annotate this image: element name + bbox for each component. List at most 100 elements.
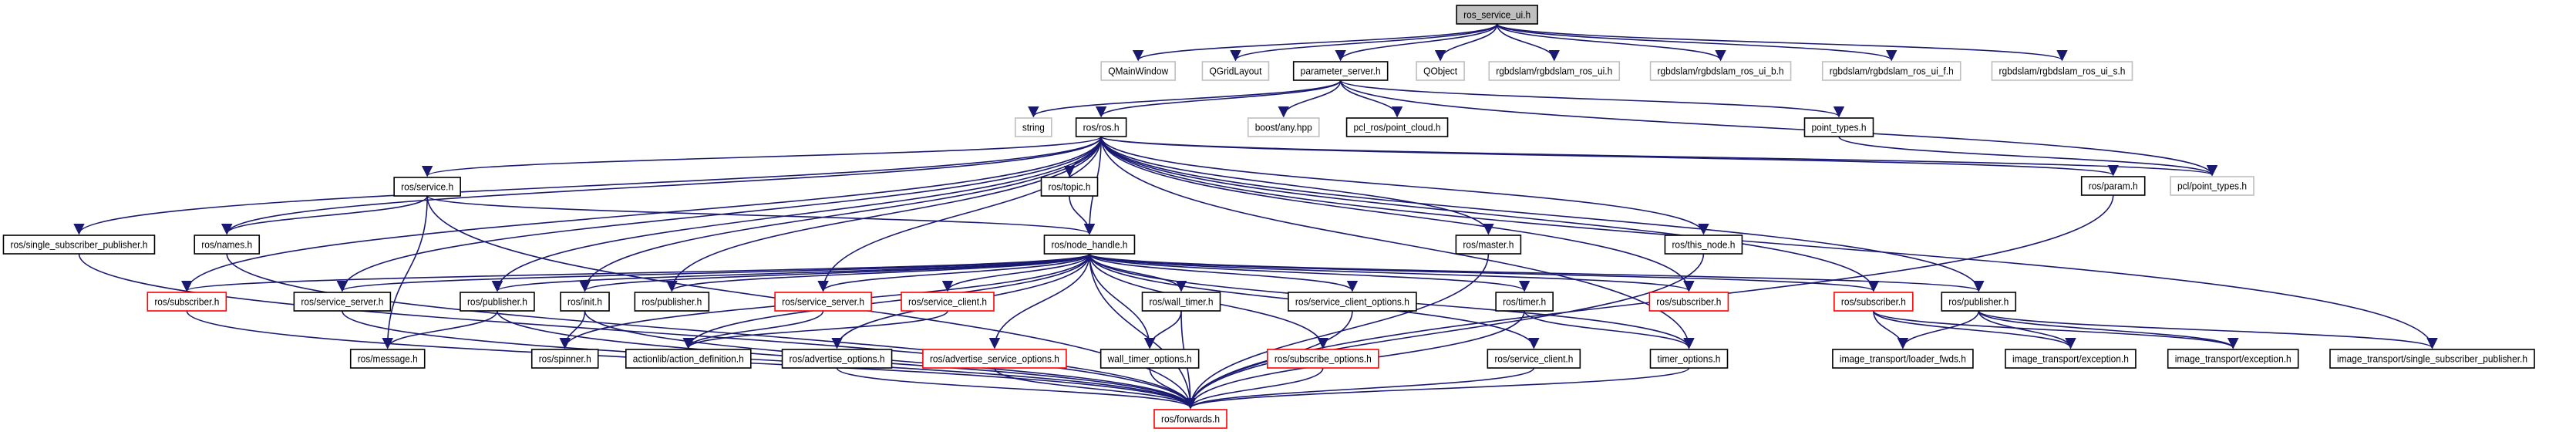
- node-ros_timer[interactable]: ros/timer.h: [1495, 292, 1554, 312]
- node-ros_ros[interactable]: ros/ros.h: [1075, 117, 1127, 137]
- node-box: [146, 292, 227, 312]
- node-ros_topic[interactable]: ros/topic.h: [1040, 177, 1099, 197]
- node-box: [1075, 117, 1127, 137]
- node-box: [194, 235, 261, 255]
- node-label: rgbdslam/rgbdslam_ros_ui.h: [1496, 66, 1612, 77]
- edge-root-to-qobject: [1434, 23, 1498, 62]
- node-ros_service_client1[interactable]: ros/service_client.h: [901, 292, 995, 312]
- node-ros_init[interactable]: ros/init.h: [560, 292, 610, 312]
- node-label: ros/service_client.h: [908, 296, 987, 308]
- node-ros_service_server1[interactable]: ros/service_server.h: [293, 292, 392, 312]
- node-advertise_options[interactable]: ros/advertise_options.h: [781, 349, 893, 369]
- node-ros_service_client2[interactable]: ros/service_client.h: [1487, 349, 1581, 369]
- node-it_exception1[interactable]: image_transport/exception.h: [2005, 349, 2137, 369]
- node-ros_this_node[interactable]: ros/this_node.h: [1664, 235, 1743, 255]
- node-label: ros/service_client.h: [1494, 353, 1573, 365]
- node-box: [1488, 61, 1621, 81]
- node-box: [2005, 349, 2137, 369]
- node-node_handle[interactable]: ros/node_handle.h: [1043, 235, 1136, 255]
- node-ros_subscriber3[interactable]: ros/subscriber.h: [1834, 292, 1914, 312]
- node-ros_publisher3[interactable]: ros/publisher.h: [1941, 292, 2017, 312]
- node-parameter_server[interactable]: parameter_server.h: [1292, 61, 1389, 81]
- edge-node_handle-to-advertise_service_options: [988, 253, 1090, 349]
- edge-root-to-qmainwindow: [1133, 23, 1498, 62]
- node-timer_options[interactable]: timer_options.h: [1649, 349, 1729, 369]
- node-label: ros/wall_timer.h: [1150, 296, 1214, 308]
- node-box: [634, 292, 710, 312]
- node-it_single_sub_pub[interactable]: image_transport/single_subscriber_publis…: [2329, 349, 2535, 369]
- node-label: ros/subscriber.h: [1656, 296, 1721, 308]
- node-label: ros/master.h: [1463, 239, 1514, 251]
- node-box: [1292, 61, 1389, 81]
- edge-ros_init-to-ros_spinner: [559, 310, 586, 349]
- node-wall_timer_options[interactable]: wall_timer_options.h: [1099, 349, 1200, 369]
- node-label: ros/topic.h: [1049, 181, 1091, 193]
- node-box: [1834, 292, 1914, 312]
- node-rgbd_ui: rgbdslam/rgbdslam_ros_ui.h: [1488, 61, 1621, 81]
- node-label: image_transport/loader_fwds.h: [1840, 353, 1966, 365]
- node-box: [1043, 235, 1136, 255]
- node-label: ros/node_handle.h: [1051, 239, 1127, 251]
- edge-ros_publisher3-to-it_single_sub_pub: [1978, 310, 2438, 349]
- node-label: timer_options.h: [1657, 353, 1720, 365]
- edge-ros_ros-to-ros_subscriber2: [1100, 136, 1695, 292]
- node-single_sub_pub[interactable]: ros/single_subscriber_publisher.h: [2, 235, 156, 255]
- node-ros_message[interactable]: ros/message.h: [349, 349, 426, 369]
- node-label: ros/message.h: [358, 353, 418, 365]
- edge-ros_ros-to-ros_subscriber1: [181, 136, 1102, 292]
- edge-ros_ros-to-ros_service_server2: [817, 136, 1102, 292]
- node-ros_service_client_options[interactable]: ros/service_client_options.h: [1288, 292, 1417, 312]
- node-box: [560, 292, 610, 312]
- node-box: [1416, 61, 1465, 81]
- node-it_loader_fwds[interactable]: image_transport/loader_fwds.h: [1832, 349, 1974, 369]
- edge-node_handle-to-ros_service_client_options: [1089, 253, 1358, 292]
- edge-node_handle-to-wall_timer_options: [1089, 253, 1156, 349]
- node-qgridlayout: QGridLayout: [1201, 61, 1270, 81]
- edge-ros_service_client2-to-ros_forwards: [1185, 367, 1535, 410]
- node-ros_subscriber1[interactable]: ros/subscriber.h: [146, 292, 227, 312]
- node-ros_wall_timer[interactable]: ros/wall_timer.h: [1141, 292, 1221, 312]
- node-ros_names[interactable]: ros/names.h: [194, 235, 261, 255]
- edge-ros_wall_timer-to-wall_timer_options: [1143, 310, 1182, 349]
- node-action_definition[interactable]: actionlib/action_definition.h: [625, 349, 752, 369]
- node-box: [1455, 235, 1522, 255]
- edge-root-to-rgbd_ui_b: [1496, 23, 1726, 62]
- node-label: ros/ros.h: [1083, 122, 1120, 133]
- edge-ros_service_client1-to-action_definition: [682, 310, 948, 349]
- node-point_types[interactable]: point_types.h: [1803, 117, 1874, 137]
- node-box: [1015, 117, 1052, 137]
- edge-ros_subscriber3-to-it_exception1: [1873, 310, 2076, 349]
- node-label: point_types.h: [1811, 122, 1866, 133]
- node-box: [625, 349, 752, 369]
- node-root: ros_service_ui.h: [1456, 5, 1538, 25]
- node-box: [774, 292, 872, 312]
- node-ros_service_server2[interactable]: ros/service_server.h: [774, 292, 872, 312]
- node-label: ros/service_server.h: [301, 296, 383, 308]
- node-ros_publisher1[interactable]: ros/publisher.h: [460, 292, 535, 312]
- edge-node_handle-to-ros_publisher2: [666, 253, 1090, 292]
- edge-parameter_server-to-string: [1028, 79, 1342, 118]
- node-label: ros/advertise_options.h: [790, 353, 885, 365]
- node-pcl_ros_pc[interactable]: pcl_ros/point_cloud.h: [1345, 117, 1449, 137]
- node-ros_spinner[interactable]: ros/spinner.h: [530, 349, 599, 369]
- node-label: ros/publisher.h: [1948, 296, 2009, 308]
- node-ros_forwards[interactable]: ros/forwards.h: [1153, 409, 1227, 429]
- edge-parameter_server-to-point_types: [1339, 79, 1844, 118]
- node-rgbd_ui_b: rgbdslam/rgbdslam_ros_ui_b.h: [1649, 61, 1792, 81]
- node-ros_service[interactable]: ros/service.h: [393, 177, 461, 197]
- node-ros_subscriber2[interactable]: ros/subscriber.h: [1648, 292, 1729, 312]
- edge-ros_ros-to-ros_names: [221, 136, 1102, 235]
- node-ros_master[interactable]: ros/master.h: [1455, 235, 1522, 255]
- node-ros_param[interactable]: ros/param.h: [2080, 176, 2146, 196]
- edge-ros_ros-to-ros_service: [422, 136, 1102, 177]
- edge-ros_service-to-node_handle: [426, 195, 1095, 235]
- node-subscribe_options[interactable]: ros/subscribe_options.h: [1267, 349, 1379, 369]
- node-label: image_transport/single_subscriber_publis…: [2337, 353, 2527, 365]
- node-ros_publisher2[interactable]: ros/publisher.h: [634, 292, 710, 312]
- node-it_exception2[interactable]: image_transport/exception.h: [2167, 349, 2299, 369]
- node-label: QGridLayout: [1209, 66, 1261, 77]
- node-label: rgbdslam/rgbdslam_ros_ui_f.h: [1830, 66, 1954, 77]
- node-advertise_service_options[interactable]: ros/advertise_service_options.h: [922, 349, 1067, 369]
- node-box: [1495, 292, 1554, 312]
